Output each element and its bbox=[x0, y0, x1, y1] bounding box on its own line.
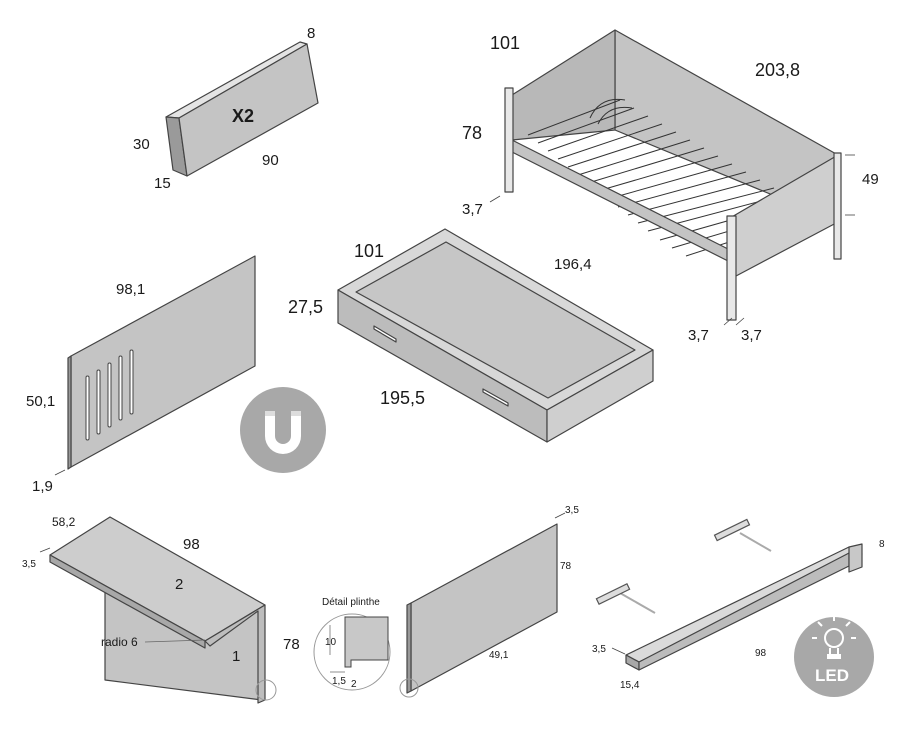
plinth-height-dimension: 10 bbox=[325, 637, 337, 648]
storage-drawer bbox=[337, 228, 654, 443]
drawer-width-dimension: 101 bbox=[354, 241, 385, 261]
bed-frame bbox=[504, 29, 842, 321]
bed-length-dimension: 203,8 bbox=[755, 60, 801, 80]
shelf-depth-dimension: 15,4 bbox=[620, 680, 640, 691]
pillow-top-dimension: 8 bbox=[307, 25, 316, 42]
headboard-height-dimension: 50,1 bbox=[26, 393, 56, 410]
pillow-length-dimension: 90 bbox=[262, 152, 279, 169]
pillow-cushion bbox=[165, 41, 319, 177]
magnet-icon bbox=[240, 387, 326, 473]
headboard-slots bbox=[85, 349, 134, 441]
plinth-detail-title: Détail plinthe bbox=[322, 597, 380, 608]
pillow-height-dimension: 30 bbox=[133, 136, 150, 153]
plinth-base-dimension: 1,5 bbox=[332, 676, 346, 687]
desk-length-dimension: 98 bbox=[183, 536, 200, 553]
panel-thickness-dimension: 3,5 bbox=[565, 505, 579, 516]
panel-height-dimension: 78 bbox=[560, 561, 572, 572]
plinth-width-dimension: 2 bbox=[351, 679, 357, 690]
desk-unit bbox=[49, 516, 277, 704]
shelf-length-dimension: 98 bbox=[755, 648, 767, 659]
led-icon bbox=[794, 616, 874, 697]
desk-depth-dimension: 58,2 bbox=[52, 515, 76, 529]
bed-width-dimension: 101 bbox=[490, 33, 521, 53]
shelf-unit bbox=[625, 543, 863, 671]
drawer-height-dimension: 27,5 bbox=[288, 297, 324, 317]
shelf-thickness-dimension: 3,5 bbox=[592, 644, 606, 655]
bed-side-height-dimension: 49 bbox=[862, 171, 879, 188]
bed-post-right-dimension: 3,7 bbox=[741, 327, 762, 344]
dimension-ticks bbox=[39, 154, 855, 655]
desk-radius-label: radio 6 bbox=[101, 635, 138, 649]
pillow-count-label: X2 bbox=[232, 106, 255, 126]
headboard-length-dimension: 98,1 bbox=[116, 281, 146, 298]
desk-thickness-dimension: 3,5 bbox=[22, 559, 36, 570]
shelf-bracket bbox=[595, 518, 772, 614]
shelf-height-dimension: 8 bbox=[879, 539, 885, 550]
drawer-length-dimension: 196,4 bbox=[554, 256, 592, 273]
bed-post-front-dimension: 3,7 bbox=[462, 201, 483, 218]
bed-height-dimension: 78 bbox=[462, 123, 483, 143]
desk-top-part-label: 2 bbox=[175, 576, 184, 593]
plinth-detail bbox=[313, 613, 391, 691]
drawer-handle bbox=[373, 325, 509, 407]
bed-post-left-dimension: 3,7 bbox=[688, 327, 709, 344]
led-icon-text: LED bbox=[815, 666, 849, 685]
drawer-front-length-dimension: 195,5 bbox=[380, 388, 426, 408]
desk-height-dimension: 78 bbox=[283, 636, 300, 653]
desk-side-part-label: 1 bbox=[232, 648, 241, 665]
pillow-depth-dimension: 15 bbox=[154, 175, 171, 192]
panel-width-dimension: 49,1 bbox=[489, 650, 509, 661]
headboard-panel bbox=[67, 255, 256, 470]
side-panel bbox=[399, 523, 558, 698]
headboard-thickness-dimension: 1,9 bbox=[32, 478, 53, 495]
